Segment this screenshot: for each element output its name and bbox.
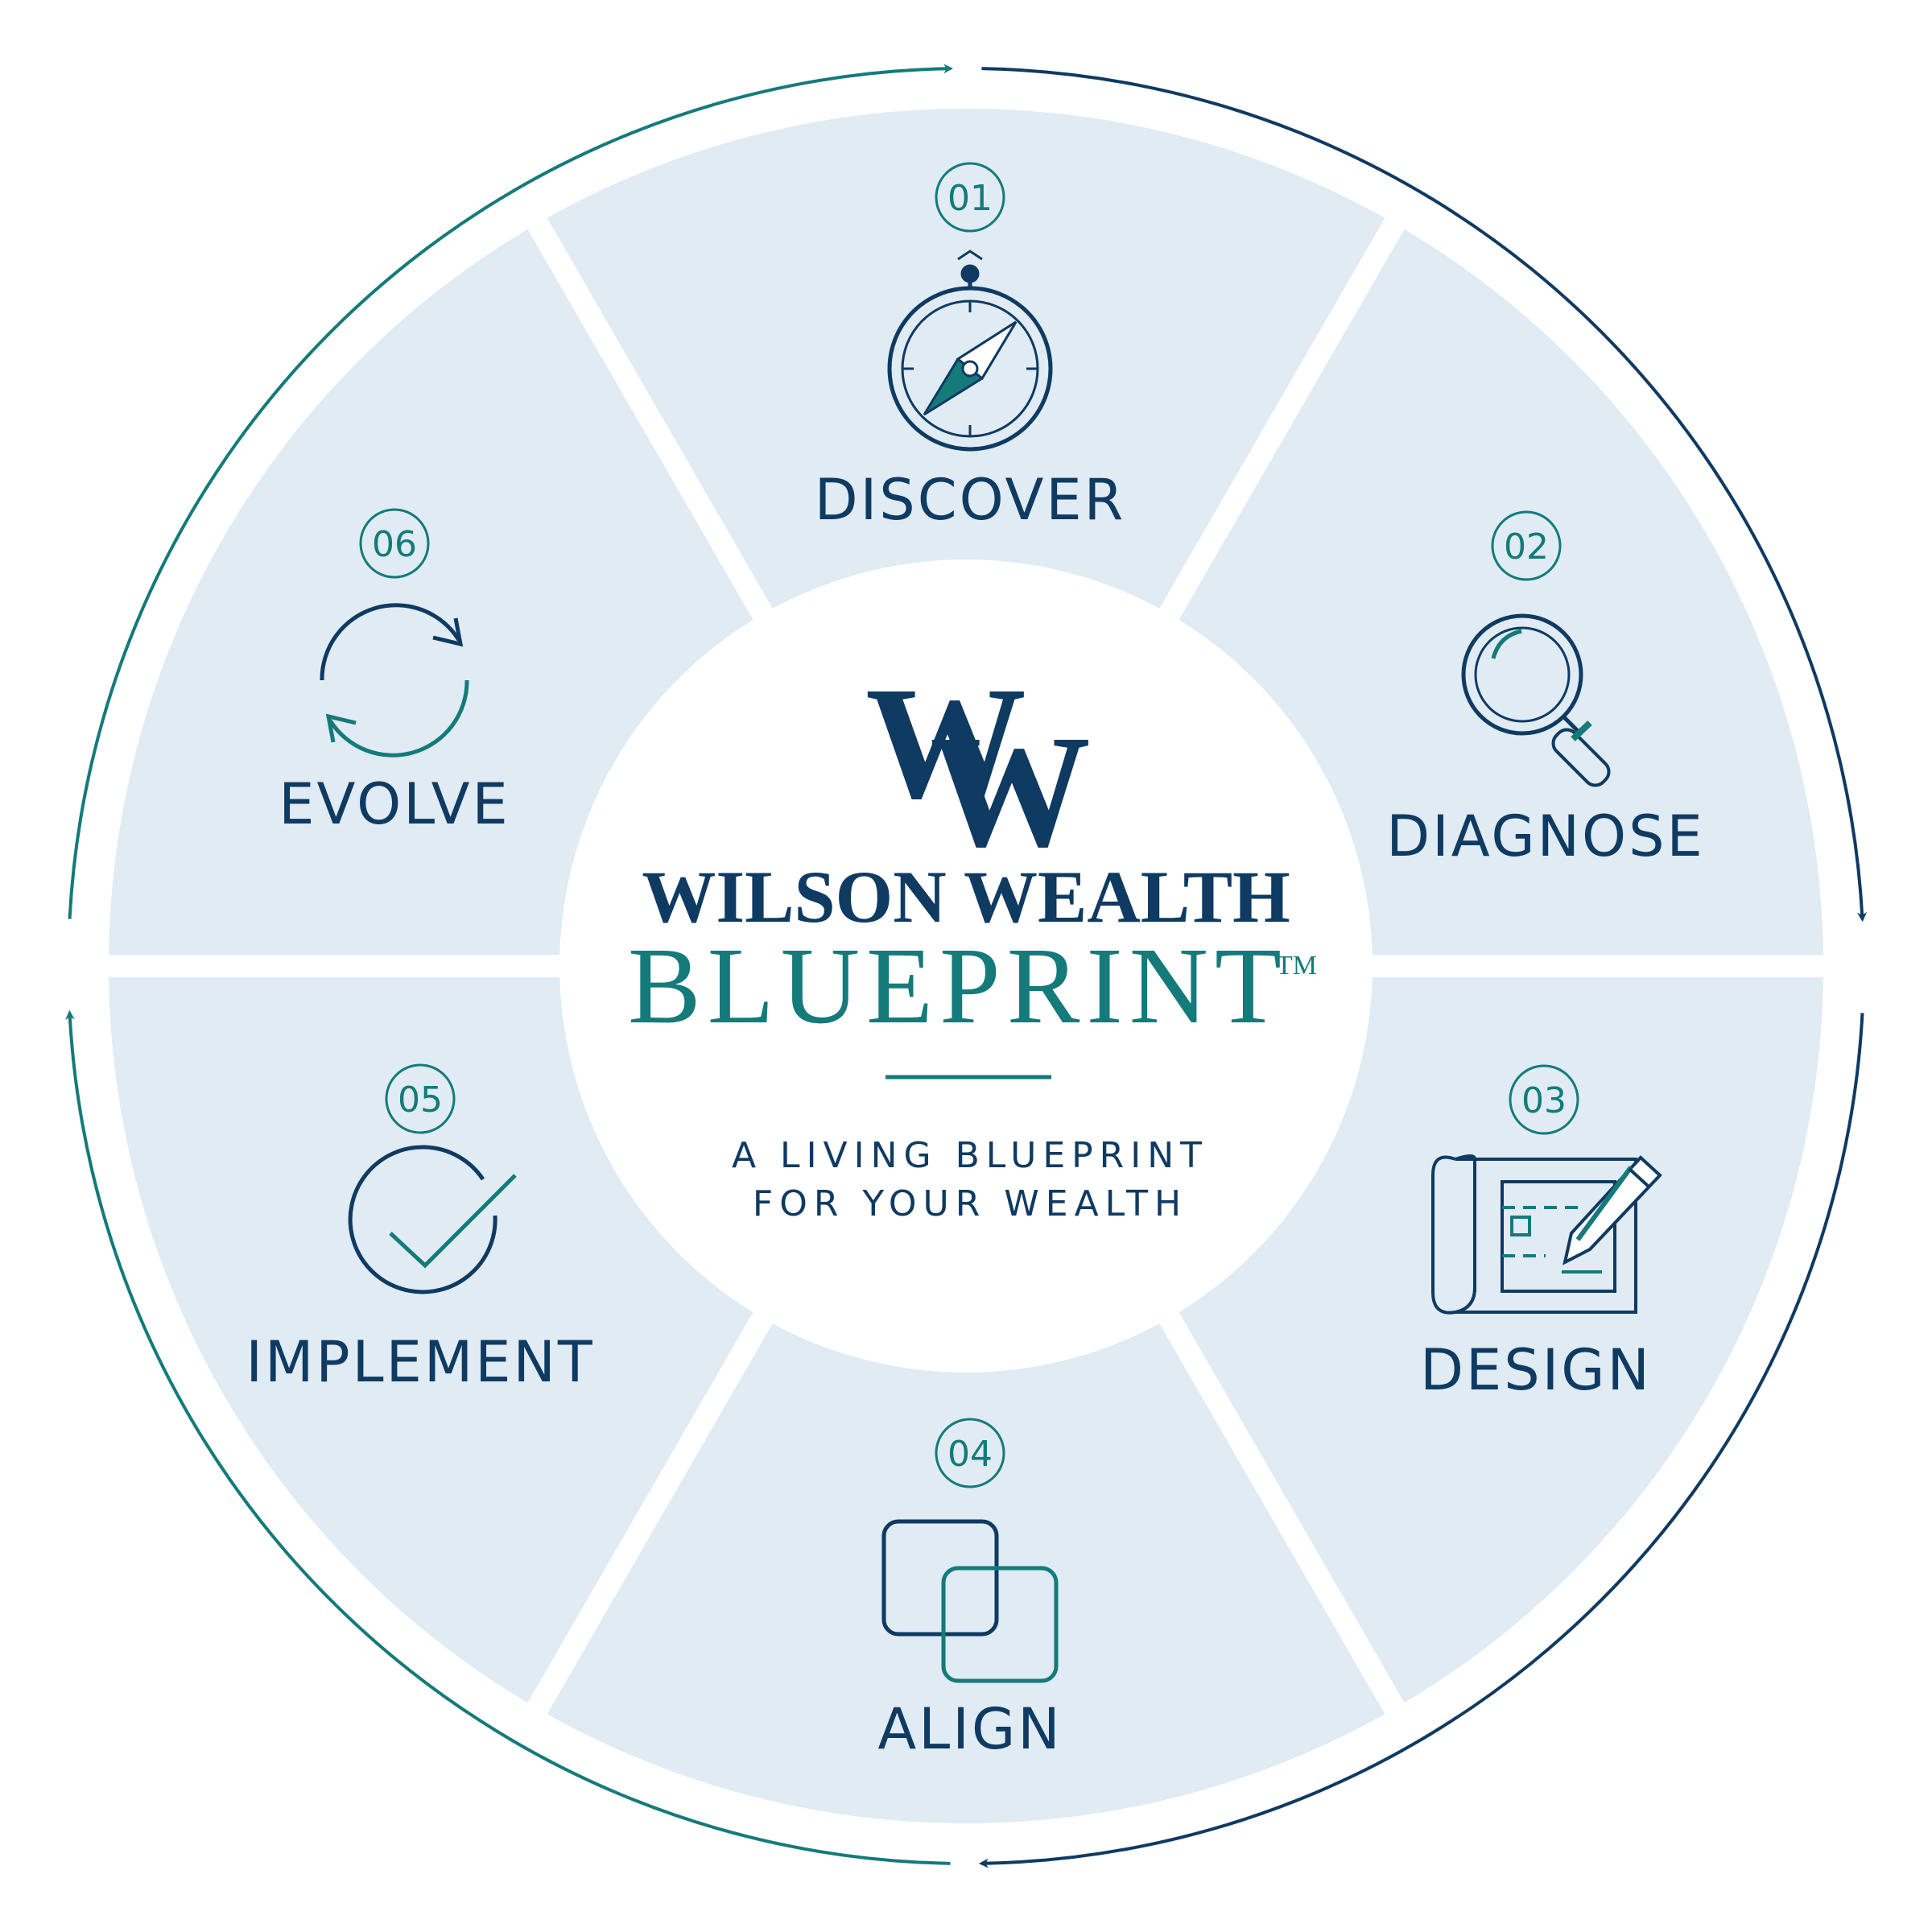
segment-evolve <box>109 229 753 956</box>
cycle-arrow-bottom-left <box>64 1009 951 1865</box>
step-label: DISCOVER <box>815 467 1125 533</box>
center-disc <box>564 564 1368 1368</box>
compass-icon <box>887 250 1053 452</box>
step-label: DESIGN <box>1420 1337 1652 1403</box>
step-number-badge <box>359 508 430 579</box>
tagline-line1: A LIVING BLUEPRINT <box>732 1135 1208 1176</box>
tagline-line2: FOR YOUR WEALTH <box>753 1183 1187 1224</box>
cycle-arrow-top-right <box>981 67 1868 923</box>
step-label: IMPLEMENT <box>246 1329 594 1395</box>
step-align: 04 ALIGN <box>877 1418 1062 1762</box>
checkmark-circle-icon <box>348 1145 517 1294</box>
step-number: 06 <box>372 524 417 565</box>
ww-monogram: W W <box>865 654 1091 881</box>
cycle-arrow-top-left <box>68 64 954 919</box>
overlapping-squares-icon <box>881 1519 1059 1683</box>
step-number-badge <box>1509 1064 1579 1135</box>
brand-line1: WILSON WEALTH <box>642 856 1290 938</box>
step-number: 05 <box>398 1080 443 1121</box>
blueprint-pencil-icon <box>1431 1154 1662 1315</box>
segment-align <box>547 1323 1385 1823</box>
step-number-badge <box>935 162 1005 233</box>
trademark-mark: TM <box>1276 951 1317 980</box>
step-diagnose: 02 DIAGNOSE <box>1386 510 1705 869</box>
step-label: DIAGNOSE <box>1386 803 1705 869</box>
brand-block: W W WILSON WEALTH BLUEPRINT TM A LIVING … <box>628 654 1317 1224</box>
segment-diagnose <box>1179 229 1823 956</box>
step-number: 04 <box>947 1434 993 1475</box>
segment-design <box>1179 976 1823 1703</box>
monogram-w-front: W <box>930 703 1091 881</box>
segment-implement <box>109 976 753 1703</box>
step-label: EVOLVE <box>279 771 510 837</box>
magnifying-glass-icon <box>1461 613 1611 787</box>
step-design: 03 DESIGN <box>1420 1064 1662 1403</box>
step-number-badge <box>385 1063 456 1134</box>
brand-line2: BLUEPRINT <box>628 926 1288 1046</box>
step-segments <box>109 108 1823 1823</box>
refresh-cycle-icon <box>320 603 469 758</box>
step-implement: 05 IMPLEMENT <box>246 1063 594 1395</box>
step-evolve: 06 EVOLVE <box>279 508 510 837</box>
step-number-badge <box>1491 510 1562 581</box>
cycle-arrows <box>64 64 1868 1868</box>
step-number: 01 <box>947 178 993 219</box>
cycle-arrow-bottom-right <box>978 1013 1864 1868</box>
step-discover: 01 DISCOVER <box>815 162 1125 533</box>
monogram-w-back: W <box>865 654 1026 832</box>
step-number: 03 <box>1521 1080 1567 1121</box>
step-number-badge <box>935 1418 1005 1488</box>
step-number: 02 <box>1504 526 1549 568</box>
step-label: ALIGN <box>877 1696 1062 1762</box>
